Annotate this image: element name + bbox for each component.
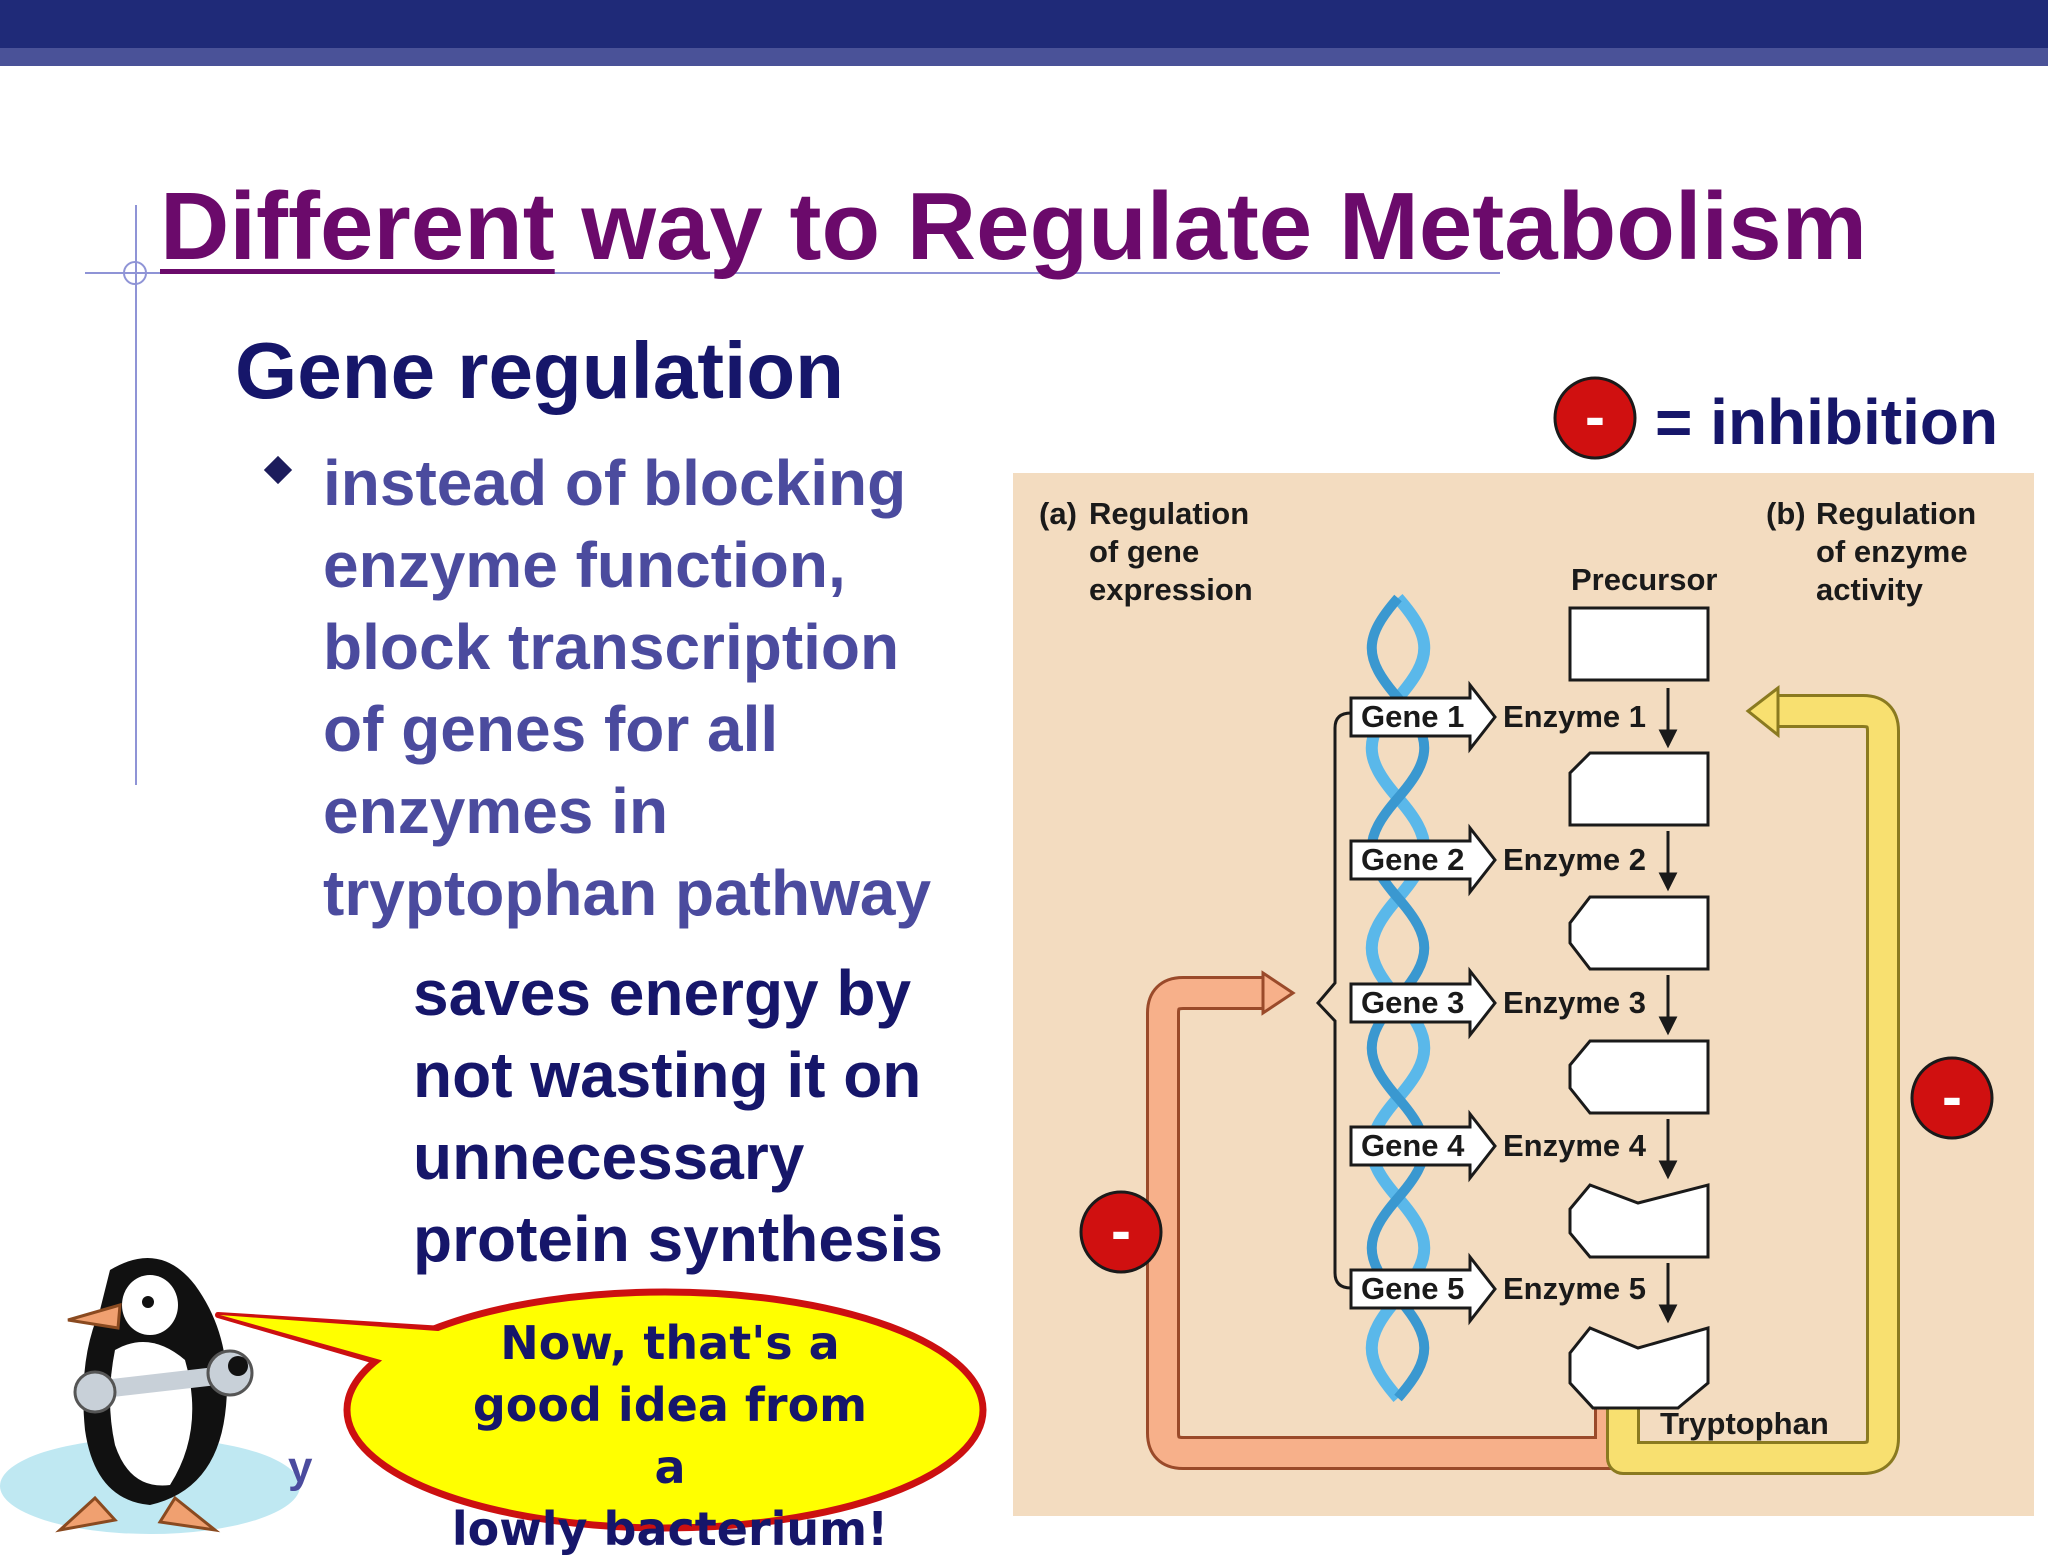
gene-arrow (1349, 1109, 1497, 1183)
sub-line: unnecessary (413, 1121, 805, 1193)
bullet-line: tryptophan pathway (323, 857, 932, 929)
inhibition-mark-gene: - (1111, 1197, 1131, 1264)
metabolite-shapes (1568, 606, 1710, 1410)
gene-bracket (1315, 711, 1352, 1290)
gene-arrow (1349, 966, 1497, 1040)
inhibition-mark-enzyme: - (1942, 1063, 1962, 1130)
precursor-box (1568, 606, 1710, 682)
panel-a-line: expression (1089, 572, 1253, 607)
gene-label: Gene 1 (1361, 699, 1465, 734)
bullet-line: of genes for all (323, 693, 779, 765)
speech-line: Now, that's a (500, 1316, 840, 1370)
gene-arrow (1349, 1252, 1497, 1326)
slide-top-bar (0, 0, 2048, 66)
bullet-line: enzymes in (323, 775, 669, 847)
panel-b-caption: Regulation of enzyme activity (1816, 495, 1976, 609)
crosshair-icon (123, 261, 147, 285)
penguin-mascot-icon (0, 1258, 300, 1534)
feedback-arrowhead-enzyme-activity (1745, 684, 1780, 739)
stray-letter: y (288, 1443, 313, 1492)
panel-a-line: of gene (1089, 534, 1200, 569)
bullet-text: instead of blocking enzyme function, blo… (323, 442, 1023, 934)
enzyme-label: Enzyme 5 (1503, 1271, 1647, 1306)
gene-label: Gene 4 (1361, 1128, 1465, 1163)
speech-line: good idea from a (472, 1378, 868, 1494)
tryptophan-label: Tryptophan (1660, 1406, 1829, 1441)
speech-bubble (215, 1288, 987, 1532)
slide-title-underlined-word: Different (160, 173, 555, 280)
enzyme-label: Enzyme 2 (1503, 842, 1647, 877)
intermediate-3-shape (1568, 1039, 1710, 1115)
inhibition-legend-label: = inhibition (1655, 386, 1999, 458)
pathway-graphics (1146, 594, 1900, 1475)
intermediate-2-shape (1568, 895, 1710, 971)
step-arrows (1658, 688, 1678, 1324)
gene-arrows (1349, 680, 1497, 1326)
slide-title: Different way to Regulate Metabolism (160, 172, 1867, 282)
speech-line: lowly bacterium! (451, 1502, 889, 1556)
tryptophan-pathway-diagram: (a) Regulation of gene expression (b) Re… (1013, 473, 2034, 1516)
precursor-label: Precursor (1571, 562, 1718, 597)
slide-title-rest: way to Regulate Metabolism (554, 173, 1867, 280)
panel-a-line: Regulation (1089, 496, 1250, 531)
inhibition-circle-icon: - (1079, 1190, 1163, 1274)
speech-bubble-text: Now, that's a good idea from a lowly bac… (450, 1312, 890, 1560)
panel-a-caption: Regulation of gene expression (1089, 495, 1253, 609)
gene-label: Gene 5 (1361, 1271, 1465, 1306)
bullet-line: instead of blocking (323, 447, 907, 519)
sub-line: protein synthesis (413, 1203, 943, 1275)
inhibition-legend-symbol: - (1585, 383, 1605, 450)
panel-a-letter: (a) (1039, 496, 1077, 531)
panel-b-letter: (b) (1766, 496, 1806, 531)
sub-line: not wasting it on (413, 1039, 922, 1111)
bullet-line: block transcription (323, 611, 900, 683)
gene-label: Gene 2 (1361, 842, 1465, 877)
gene-arrow (1349, 823, 1497, 897)
gene-label: Gene 3 (1361, 985, 1465, 1020)
inhibition-circle-icon: - (1910, 1056, 1994, 1140)
wrench-icon (73, 1349, 254, 1414)
inhibition-legend-icon: - (1553, 376, 1637, 460)
section-heading: Gene regulation (235, 326, 844, 415)
intermediate-1-shape (1568, 751, 1710, 827)
tryptophan-shape (1568, 1326, 1710, 1410)
panel-b-line: of enzyme (1816, 534, 1968, 569)
slide-guide-vertical-line (135, 205, 137, 785)
sub-line: saves energy by (413, 957, 912, 1029)
panel-b-line: activity (1816, 572, 1923, 607)
intermediate-4-shape (1568, 1183, 1710, 1259)
panel-b-line: Regulation (1816, 496, 1977, 531)
feedback-arrowhead-gene-expression (1261, 970, 1296, 1016)
enzyme-label: Enzyme 1 (1503, 699, 1647, 734)
slide-guide-horizontal-line (85, 272, 1500, 274)
diamond-bullet-icon (263, 455, 293, 485)
enzyme-label: Enzyme 4 (1503, 1128, 1647, 1163)
sub-point-text: saves energy by not wasting it on unnece… (413, 952, 1013, 1280)
gene-arrow (1349, 680, 1497, 754)
bullet-line: enzyme function, (323, 529, 846, 601)
enzyme-label: Enzyme 3 (1503, 985, 1647, 1020)
